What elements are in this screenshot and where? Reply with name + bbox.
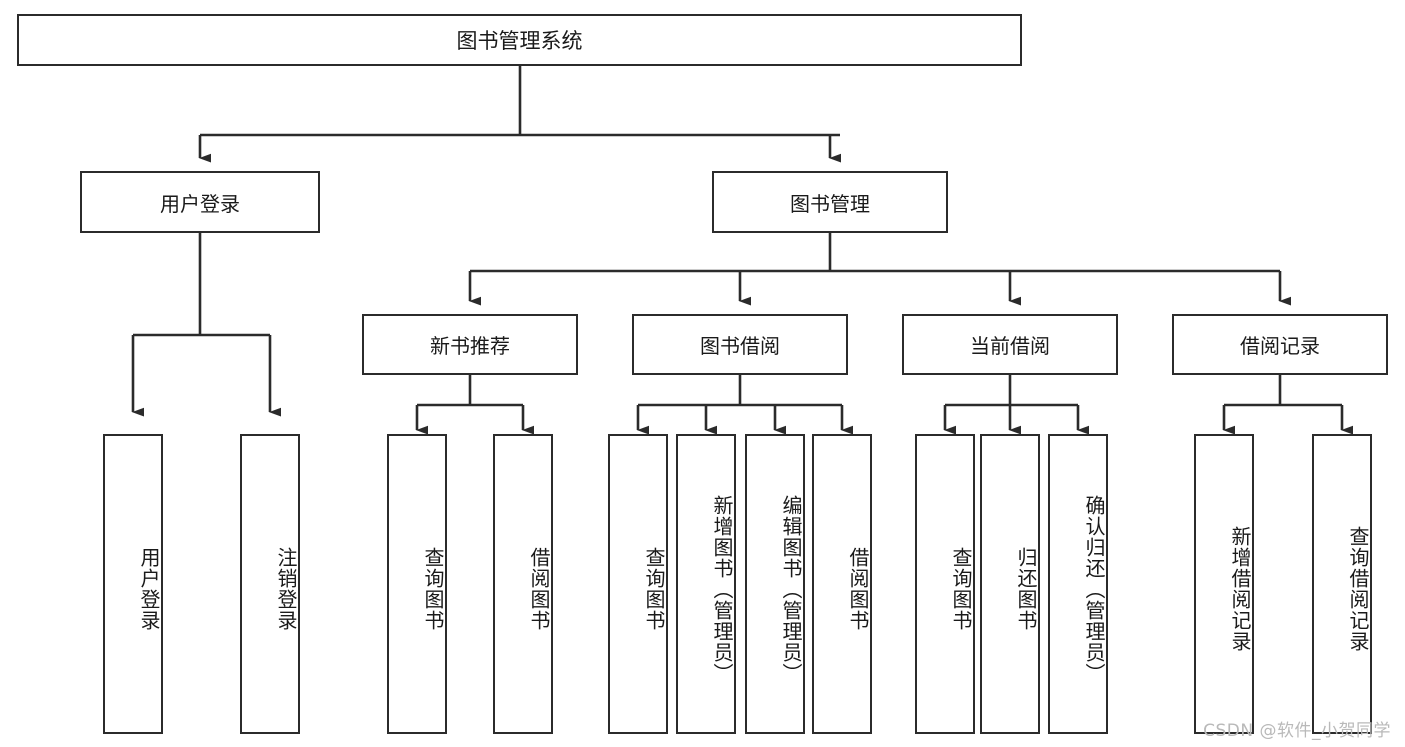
- node-leaf-user-login[interactable]: 用户登录: [103, 434, 163, 734]
- node-leaf-edit-book-label: 编辑图书（管理员）: [779, 494, 803, 684]
- node-leaf-query-book-2[interactable]: 查询图书: [608, 434, 668, 734]
- node-leaf-query-record-label: 查询借阅记录: [1346, 526, 1370, 652]
- csdn-watermark: CSDN @软件_小贺同学: [1203, 721, 1391, 741]
- node-leaf-edit-book[interactable]: 编辑图书（管理员）: [745, 434, 805, 734]
- node-current-borrow[interactable]: 当前借阅: [902, 314, 1118, 375]
- node-leaf-return-book-label: 归还图书: [1014, 547, 1038, 631]
- node-leaf-borrow-book-2[interactable]: 借阅图书: [812, 434, 872, 734]
- node-leaf-add-book-label: 新增图书（管理员）: [710, 494, 734, 684]
- node-leaf-query-book-2-label: 查询图书: [642, 547, 666, 631]
- node-current-borrow-label: 当前借阅: [970, 334, 1050, 358]
- node-user-login-label: 用户登录: [160, 191, 240, 216]
- node-leaf-logout[interactable]: 注销登录: [240, 434, 300, 734]
- node-leaf-confirm-return-label: 确认归还（管理员）: [1082, 494, 1106, 684]
- node-new-book-rec-label: 新书推荐: [430, 334, 510, 358]
- node-leaf-query-book-1[interactable]: 查询图书: [387, 434, 447, 734]
- node-leaf-user-login-label: 用户登录: [137, 547, 161, 631]
- node-borrow-record-label: 借阅记录: [1240, 334, 1320, 358]
- node-leaf-query-book-1-label: 查询图书: [421, 547, 445, 631]
- node-root-label: 图书管理系统: [456, 29, 583, 53]
- node-book-manage[interactable]: 图书管理: [712, 171, 948, 233]
- node-leaf-add-book[interactable]: 新增图书（管理员）: [676, 434, 736, 734]
- node-book-manage-label: 图书管理: [790, 191, 870, 216]
- node-leaf-add-record-label: 新增借阅记录: [1228, 526, 1252, 652]
- node-leaf-borrow-book-1-label: 借阅图书: [527, 547, 551, 631]
- node-book-borrow-label: 图书借阅: [700, 334, 780, 358]
- node-book-borrow[interactable]: 图书借阅: [632, 314, 848, 375]
- node-leaf-borrow-book-2-label: 借阅图书: [846, 547, 870, 631]
- node-leaf-borrow-book-1[interactable]: 借阅图书: [493, 434, 553, 734]
- node-new-book-rec[interactable]: 新书推荐: [362, 314, 578, 375]
- node-borrow-record[interactable]: 借阅记录: [1172, 314, 1388, 375]
- node-leaf-logout-label: 注销登录: [274, 547, 298, 631]
- node-leaf-confirm-return[interactable]: 确认归还（管理员）: [1048, 434, 1108, 734]
- node-root[interactable]: 图书管理系统: [17, 14, 1022, 66]
- node-leaf-add-record[interactable]: 新增借阅记录: [1194, 434, 1254, 734]
- node-user-login[interactable]: 用户登录: [80, 171, 320, 233]
- node-leaf-query-record[interactable]: 查询借阅记录: [1312, 434, 1372, 734]
- node-leaf-query-book-3-label: 查询图书: [949, 547, 973, 631]
- node-leaf-query-book-3[interactable]: 查询图书: [915, 434, 975, 734]
- node-leaf-return-book[interactable]: 归还图书: [980, 434, 1040, 734]
